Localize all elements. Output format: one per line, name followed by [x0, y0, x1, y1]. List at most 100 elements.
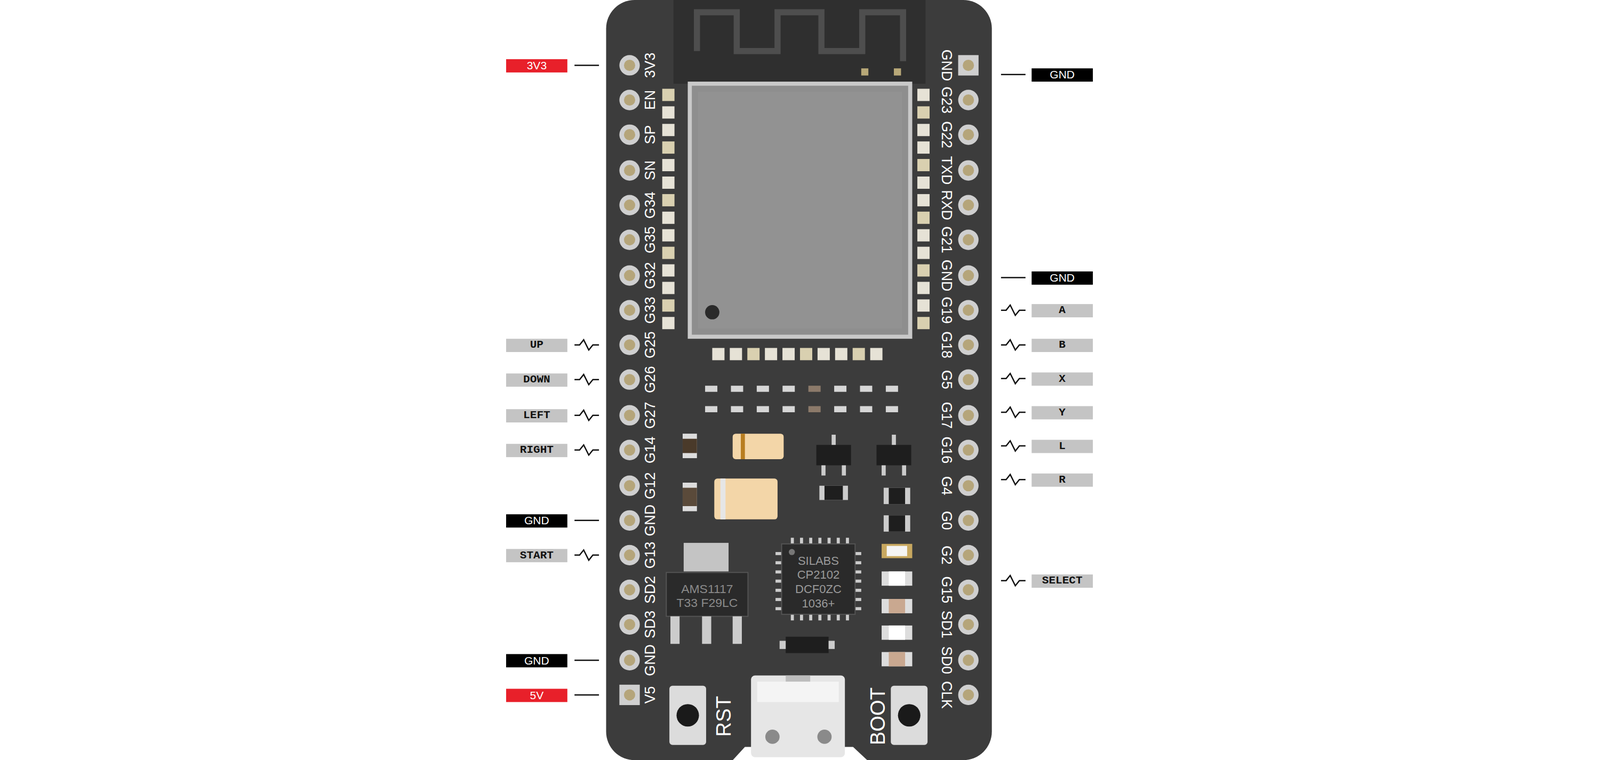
board-part	[619, 684, 640, 706]
tag-text: LEFT	[523, 409, 551, 421]
pin-name: G33	[642, 296, 658, 324]
signal-tag: UP	[506, 338, 568, 352]
board-part	[958, 124, 979, 145]
board-part	[662, 281, 675, 294]
board-part	[619, 300, 640, 321]
board-part	[775, 570, 782, 574]
board-part	[662, 158, 675, 172]
board-part	[747, 347, 760, 360]
board-part	[705, 385, 899, 413]
board-part	[624, 480, 636, 492]
board-part	[828, 641, 835, 650]
board-part	[662, 246, 675, 260]
board-part	[619, 510, 640, 531]
board-part	[917, 106, 930, 119]
leader-line	[1001, 276, 1026, 278]
board-part	[619, 54, 640, 76]
board-part	[917, 229, 930, 242]
board-part	[962, 94, 974, 106]
board-part	[619, 54, 979, 706]
pin-name: CLK	[939, 681, 955, 709]
board-part	[619, 475, 640, 496]
board-part	[881, 598, 912, 614]
board-part	[662, 299, 675, 312]
pin-name: SN	[642, 160, 658, 181]
board-part	[818, 537, 822, 544]
board-part	[854, 579, 861, 583]
board-part	[682, 482, 698, 512]
power-tag: 5V	[506, 688, 568, 702]
part-marking: DCF0ZC	[795, 584, 842, 596]
board-part	[775, 579, 782, 583]
board-part	[958, 369, 979, 390]
part-marking: T33 F29LC	[676, 596, 738, 610]
board-part	[619, 265, 640, 286]
board-part	[881, 465, 886, 476]
board-part	[958, 300, 979, 321]
board-part	[917, 316, 930, 330]
board-part	[619, 440, 640, 461]
board-part	[917, 264, 930, 277]
board-part	[886, 546, 908, 557]
signal-tag: DOWN	[506, 372, 568, 387]
board-part	[624, 129, 636, 141]
board-part	[883, 515, 911, 532]
tag-text: GND	[1049, 68, 1075, 80]
board-part	[809, 614, 813, 621]
signal-tag: A	[1031, 303, 1093, 317]
pin-name: G0	[939, 510, 955, 531]
board-part	[785, 675, 811, 682]
leader-line	[1001, 441, 1026, 452]
board-part	[619, 160, 640, 181]
board-part	[893, 68, 901, 76]
board-part	[962, 480, 974, 492]
board-part	[619, 440, 640, 461]
board-part	[958, 334, 979, 356]
board-part	[821, 465, 826, 476]
board-part	[788, 548, 795, 555]
leader-line	[1001, 575, 1026, 586]
board-part	[962, 269, 974, 282]
power-tag: 3V3	[506, 58, 568, 72]
tag-text: 5V	[529, 689, 544, 701]
board-part	[619, 650, 640, 671]
pin-name: G27	[642, 401, 658, 429]
board-part	[917, 123, 930, 136]
board-part	[854, 597, 861, 602]
board-part	[962, 618, 974, 630]
tag-text: R	[1058, 474, 1066, 486]
tag-text: A	[1058, 304, 1066, 316]
board-part	[619, 369, 640, 390]
signal-tag: SELECT	[1031, 573, 1093, 588]
board-part	[888, 515, 906, 532]
board-part	[958, 54, 979, 76]
leader-line	[574, 410, 599, 421]
board-part	[854, 588, 861, 592]
board-part	[775, 561, 782, 565]
board-part	[619, 475, 640, 496]
board-part	[619, 650, 640, 671]
leader-line	[574, 339, 599, 350]
board-part	[662, 194, 675, 207]
pin-name: G16	[939, 436, 955, 464]
board-part	[662, 176, 675, 189]
pin-name: SD3	[642, 610, 658, 639]
pin-name: V5	[642, 686, 658, 704]
board-part	[860, 385, 873, 392]
board-part	[817, 729, 832, 744]
board-part	[958, 614, 979, 635]
board-part	[958, 334, 979, 356]
board-part	[958, 160, 979, 181]
board-part	[619, 124, 640, 145]
part-marking: CP2102	[797, 569, 840, 582]
tag-text: B	[1058, 339, 1066, 351]
board-part	[888, 488, 906, 505]
board-part	[732, 433, 784, 460]
board-part	[624, 59, 636, 71]
board-part	[962, 129, 974, 141]
tag-text: 3V3	[526, 59, 547, 71]
board-part	[854, 561, 861, 565]
pin-name: GND	[939, 259, 955, 292]
board-part	[624, 199, 636, 211]
leader-line	[1001, 373, 1026, 384]
